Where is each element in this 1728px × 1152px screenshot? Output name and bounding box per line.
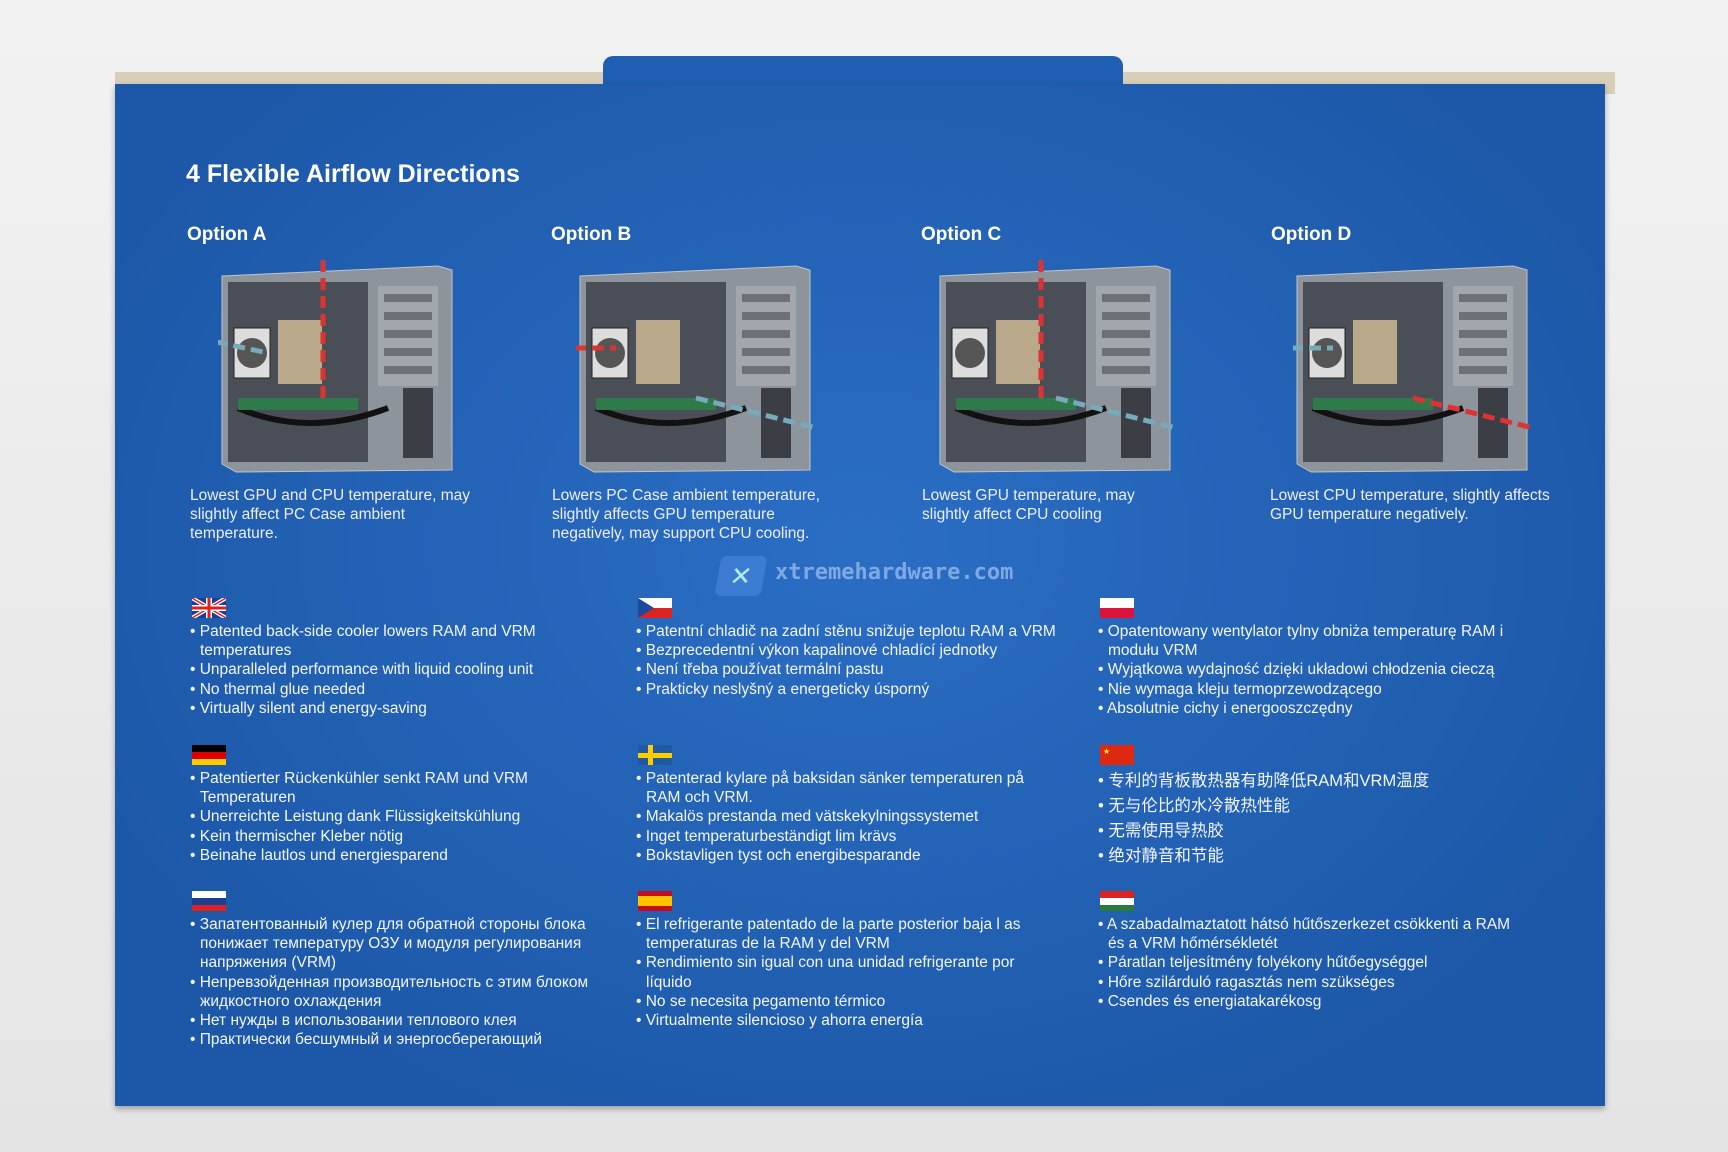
flag-czech-icon	[638, 598, 672, 618]
option-b-desc: Lowers PC Case ambient temperature, slig…	[552, 487, 820, 542]
feature-item: Unparalleled performance with liquid coo…	[190, 660, 610, 679]
flag-germany-icon	[192, 745, 226, 765]
flag-sweden-icon	[638, 745, 672, 765]
feature-item: Páratlan teljesítmény folyékony hűtőegys…	[1098, 953, 1518, 972]
feature-item: Unerreichte Leistung dank Flüssigkeitskü…	[190, 807, 610, 826]
feature-item: 无需使用导热胶	[1098, 819, 1518, 844]
feature-item: No se necesita pegamento térmico	[636, 992, 1056, 1011]
option-a-desc: Lowest GPU and CPU temperature, may slig…	[190, 487, 470, 542]
feature-item: A szabadalmaztatott hátsó hűtőszerkezet …	[1098, 915, 1518, 953]
feature-item: Запатентованный кулер для обратной сторо…	[190, 915, 610, 973]
feature-item: Virtually silent and energy-saving	[190, 699, 610, 718]
feature-item: Wyjątkowa wydajność dzięki układowi chło…	[1098, 660, 1518, 679]
feature-item: Beinahe lautlos und energiesparend	[190, 846, 610, 865]
feature-item: 绝对静音和节能	[1098, 844, 1518, 869]
feature-item: 专利的背板散热器有助降低RAM和VRM温度	[1098, 769, 1518, 794]
option-b-label: Option B	[551, 224, 632, 245]
flag-hungary-icon	[1100, 891, 1134, 911]
watermark-logo: ✕	[714, 556, 768, 596]
feature-list-spain: El refrigerante patentado de la parte po…	[636, 915, 1056, 1030]
flag-china-icon: ★	[1100, 745, 1134, 765]
airflow-diagram-option-b	[556, 258, 817, 478]
option-d-desc: Lowest CPU temperature, slightly affects…	[1270, 487, 1550, 523]
feature-list-hungary: A szabadalmaztatott hátsó hűtőszerkezet …	[1098, 915, 1518, 1011]
flag-uk-icon	[192, 598, 226, 618]
feature-item: Patented back-side cooler lowers RAM and…	[190, 622, 610, 660]
airflow-diagram-option-a	[197, 258, 458, 478]
flag-spain-icon	[638, 891, 672, 911]
feature-item: No thermal glue needed	[190, 680, 610, 699]
option-c-desc: Lowest GPU temperature, may slightly aff…	[922, 487, 1135, 523]
feature-item: Rendimiento sin igual con una unidad ref…	[636, 953, 1056, 991]
feature-item: Patentierter Rückenkühler senkt RAM und …	[190, 769, 610, 807]
feature-list-uk: Patented back-side cooler lowers RAM and…	[190, 622, 610, 718]
feature-item: Virtualmente silencioso y ahorra energía	[636, 1011, 1056, 1030]
feature-item: 无与伦比的水冷散热性能	[1098, 794, 1518, 819]
feature-item: Csendes és energiatakarékosg	[1098, 992, 1518, 1011]
feature-item: Není třeba používat termální pastu	[636, 660, 1056, 679]
feature-item: Prakticky neslyšný a energeticky úsporný	[636, 680, 1056, 699]
airflow-diagram-option-c	[936, 258, 1177, 478]
feature-item: Непревзойденная производительность с эти…	[190, 973, 610, 1011]
airflow-diagram-option-d	[1273, 258, 1534, 478]
feature-item: Bezprecedentní výkon kapalinové chladící…	[636, 641, 1056, 660]
feature-list-germany: Patentierter Rückenkühler senkt RAM und …	[190, 769, 610, 865]
feature-item: Nie wymaga kleju termoprzewodzącego	[1098, 680, 1518, 699]
feature-list-china: 专利的背板散热器有助降低RAM和VRM温度无与伦比的水冷散热性能无需使用导热胶绝…	[1098, 769, 1518, 869]
heading: 4 Flexible Airflow Directions	[186, 160, 520, 188]
feature-list-czech: Patentní chladič na zadní stěnu snižuje …	[636, 622, 1056, 699]
feature-item: Patentní chladič na zadní stěnu snižuje …	[636, 622, 1056, 641]
feature-item: Patenterad kylare på baksidan sänker tem…	[636, 769, 1056, 807]
feature-item: Практически бесшумный и энергосберегающи…	[190, 1030, 610, 1049]
feature-item: Inget temperaturbeständigt lim krävs	[636, 827, 1056, 846]
option-a-label: Option A	[187, 224, 267, 245]
feature-list-sweden: Patenterad kylare på baksidan sänker tem…	[636, 769, 1056, 865]
option-c-label: Option C	[921, 224, 1002, 245]
flag-russia-icon	[192, 891, 226, 911]
watermark: xtremehardware.com	[775, 560, 1014, 585]
feature-item: Opatentowany wentylator tylny obniża tem…	[1098, 622, 1518, 660]
feature-item: Kein thermischer Kleber nötig	[190, 827, 610, 846]
feature-item: Makalös prestanda med vätskekylningssyst…	[636, 807, 1056, 826]
feature-item: El refrigerante patentado de la parte po…	[636, 915, 1056, 953]
feature-list-russia: Запатентованный кулер для обратной сторо…	[190, 915, 610, 1049]
feature-item: Hőre szilárduló ragasztás nem szükséges	[1098, 973, 1518, 992]
feature-item: Absolutnie cichy i energooszczędny	[1098, 699, 1518, 718]
svg-text:★: ★	[1103, 747, 1110, 756]
flag-poland-icon	[1100, 598, 1134, 618]
feature-list-poland: Opatentowany wentylator tylny obniża tem…	[1098, 622, 1518, 718]
feature-item: Нет нужды в использовании теплового клея	[190, 1011, 610, 1030]
option-d-label: Option D	[1271, 224, 1352, 245]
feature-item: Bokstavligen tyst och energibesparande	[636, 846, 1056, 865]
